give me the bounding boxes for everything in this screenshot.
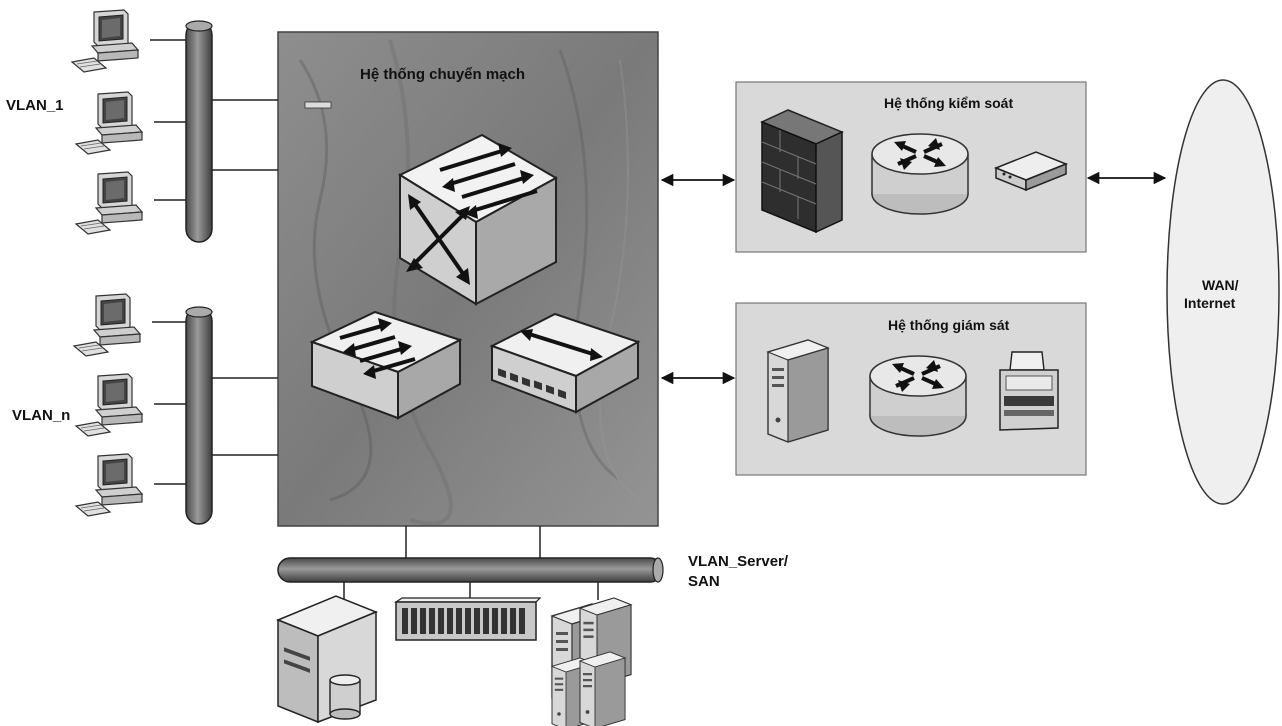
vlan-1-label: VLAN_1 xyxy=(6,97,64,114)
vlan-1-group: VLAN_1 xyxy=(6,9,213,243)
database-icon xyxy=(329,674,361,720)
desktop-computer-icon xyxy=(71,9,139,73)
server-cluster-icon xyxy=(551,597,632,726)
switching-system-title: Hệ thống chuyển mạch xyxy=(360,66,525,83)
router-icon xyxy=(868,354,968,438)
monitoring-system-title: Hệ thống giám sát xyxy=(888,317,1010,333)
vlan-n-label: VLAN_n xyxy=(12,407,70,424)
desktop-computer-icon xyxy=(75,171,143,235)
vlan-server-label-line2: SAN xyxy=(688,573,720,590)
desktop-computer-icon xyxy=(73,293,141,357)
vlan-server-label-line1: VLAN_Server/ xyxy=(688,553,789,570)
server-icon xyxy=(767,339,829,443)
vlan-n-bus xyxy=(185,307,213,525)
multilayer-switch-icon xyxy=(397,133,559,306)
vlan-1-bus xyxy=(185,21,213,243)
panel-badge xyxy=(304,101,332,109)
wan-label-line2: Internet xyxy=(1184,295,1236,311)
storage-array-icon xyxy=(394,597,542,641)
vlan-n-group: VLAN_n xyxy=(12,293,213,525)
desktop-computer-icon xyxy=(75,91,143,155)
control-system-title: Hệ thống kiểm soát xyxy=(884,95,1013,111)
server-icon xyxy=(276,595,378,724)
wan-internet-cloud xyxy=(1166,79,1280,505)
router-icon xyxy=(870,132,970,216)
vlan-server-bus xyxy=(277,557,663,583)
firewall-icon xyxy=(760,109,844,234)
hub-icon xyxy=(489,312,641,414)
desktop-computer-icon xyxy=(75,453,143,517)
printer-icon xyxy=(999,351,1059,431)
modem-icon xyxy=(993,151,1069,192)
wan-label-line1: WAN/ xyxy=(1202,277,1239,293)
desktop-computer-icon xyxy=(75,373,143,437)
workgroup-switch-icon xyxy=(309,310,463,420)
